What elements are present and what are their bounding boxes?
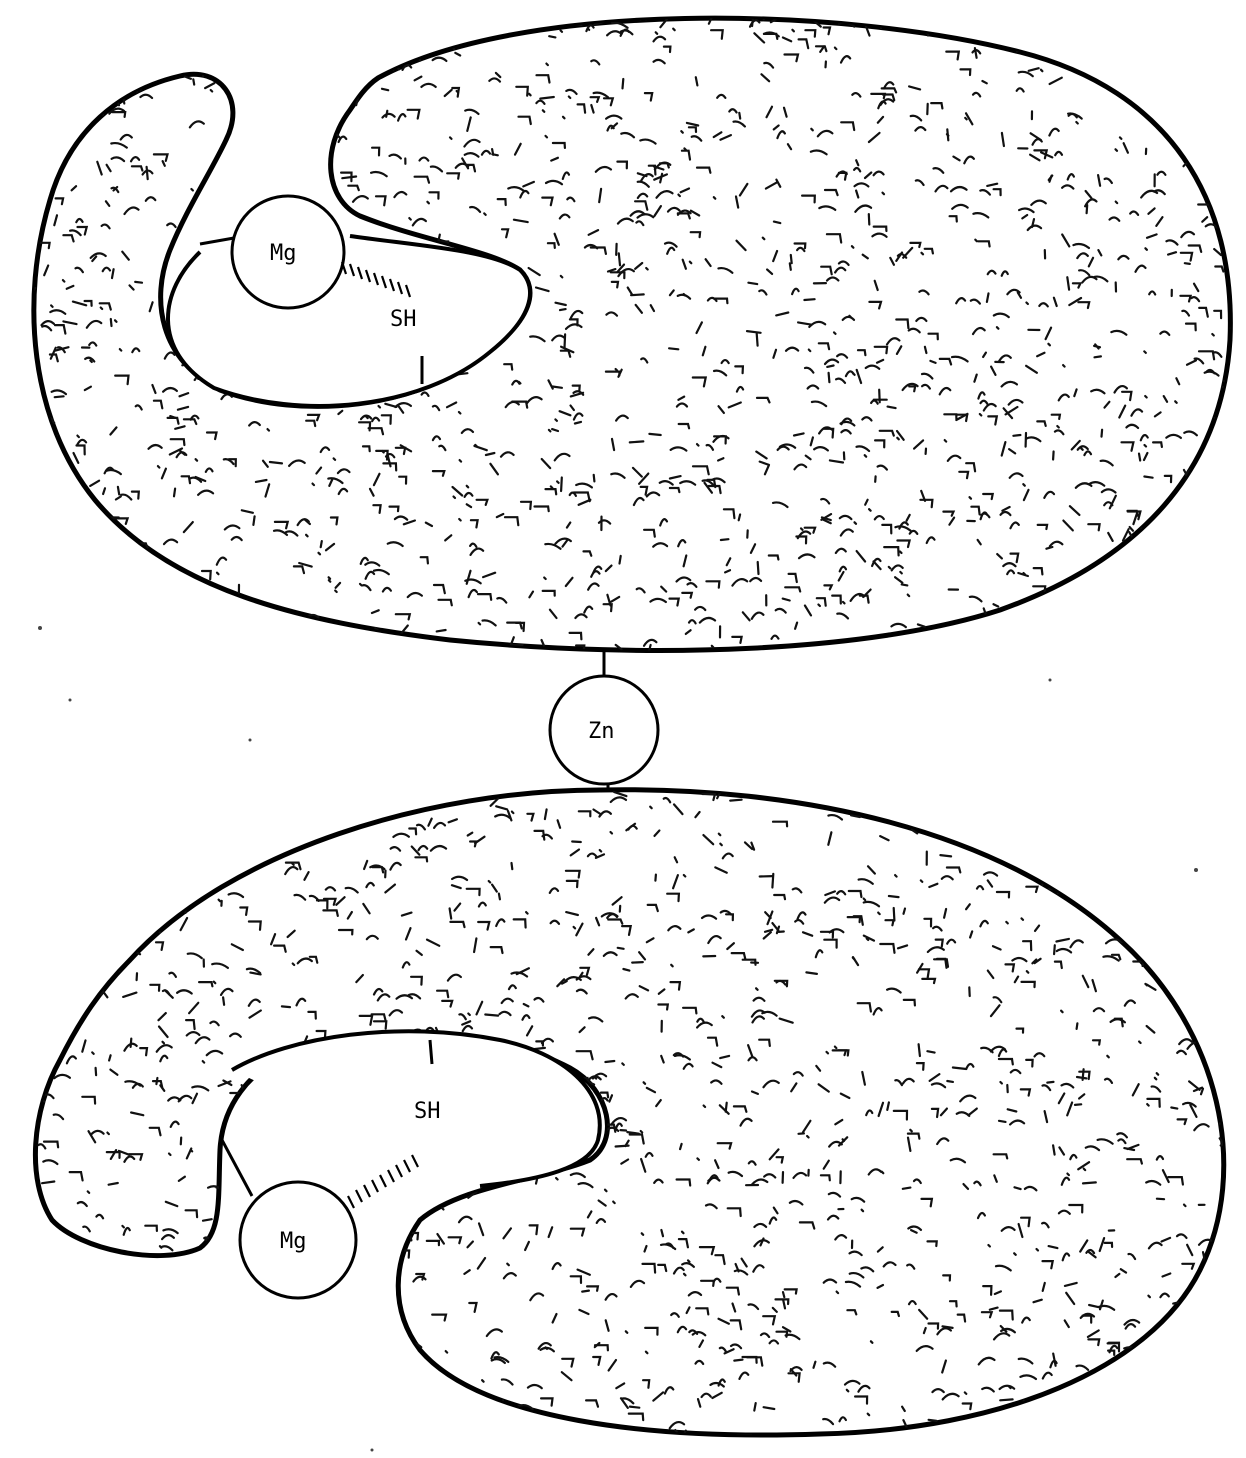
bottom-mg-sh-hatched-bond: [348, 1155, 418, 1208]
bottom-mg-ion: Mg: [240, 1182, 356, 1298]
bottom-mg-label: Mg: [280, 1229, 307, 1254]
top-subunit: Mg SH: [16, 6, 1246, 665]
top-mg-bond: [200, 238, 234, 244]
top-sh-label: SH: [390, 307, 417, 332]
top-mg-ion: Mg: [232, 196, 344, 308]
zn-label: Zn: [588, 719, 615, 744]
top-mg-label: Mg: [270, 241, 297, 266]
bottom-cavity-tick: [430, 1040, 432, 1064]
bottom-subunit: Mg SH: [16, 767, 1246, 1456]
bottom-mg-bond: [222, 1140, 252, 1196]
zinc-bridge: Zn: [550, 650, 658, 796]
bottom-sh-label: SH: [414, 1099, 441, 1124]
